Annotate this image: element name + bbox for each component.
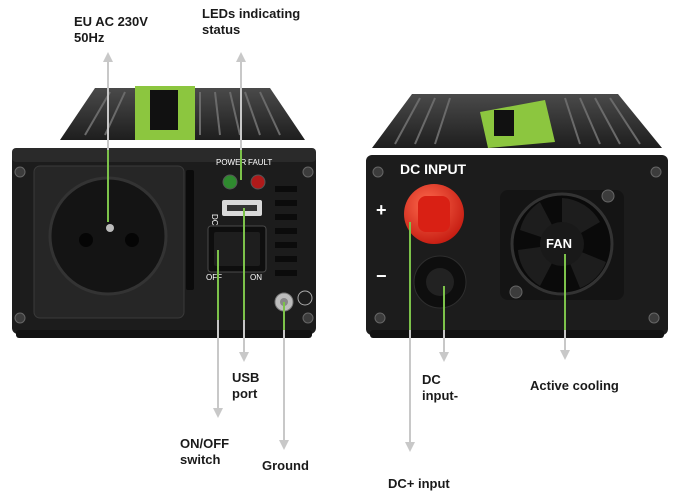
label-badge <box>150 90 178 130</box>
label-ground: Ground <box>262 458 309 473</box>
arrow-down-icon <box>213 408 223 418</box>
plus-marking: + <box>376 200 387 220</box>
dc-side-unit: DC INPUT + − FAN <box>366 94 668 338</box>
label-usb-port: USB port <box>232 370 260 401</box>
screw <box>648 312 660 324</box>
fault-led-label: FAULT <box>248 158 272 167</box>
usb-port-slot <box>227 205 257 211</box>
screw <box>372 166 384 178</box>
power-led <box>222 174 238 190</box>
vent-slots <box>186 170 297 290</box>
switch-on-label: ON <box>250 273 262 282</box>
arrow-up-icon <box>103 52 113 62</box>
screw <box>14 166 26 178</box>
base-rail <box>16 330 312 338</box>
switch-rocker <box>214 232 260 266</box>
socket-pin-hole <box>125 233 139 247</box>
fin-lines <box>84 91 281 136</box>
label-leds: LEDs indicating status <box>202 6 301 37</box>
fin-lines <box>394 97 641 145</box>
fan-hub <box>540 222 584 266</box>
label-dc-plus-input: DC+ input <box>388 476 450 491</box>
ground-symbol-icon <box>297 290 313 306</box>
minus-marking: − <box>376 266 387 286</box>
arrow-down-icon <box>439 352 449 362</box>
screw <box>650 166 662 178</box>
arrow-up-icon <box>236 52 246 62</box>
arrow-down-icon <box>405 442 415 452</box>
dc-minus-knob-cap <box>426 268 454 296</box>
screw <box>374 312 386 324</box>
ac-side-unit: POWER FAULT DC5V OFF ON <box>12 86 316 338</box>
dc-plus-knob-cap <box>418 196 450 232</box>
fan-screw <box>509 285 523 299</box>
label-on-off-switch: ON/OFF switch <box>180 436 230 467</box>
usb-marking: DC5V <box>210 214 219 236</box>
label-active-cooling: Active cooling <box>530 378 619 393</box>
label-badge <box>494 110 514 136</box>
socket-center-screw <box>106 224 114 232</box>
switch-off-label: OFF <box>206 273 222 282</box>
arrow-down-icon <box>239 352 249 362</box>
callout-lines <box>107 58 566 444</box>
screw <box>14 312 26 324</box>
fault-led <box>250 174 266 190</box>
screw <box>302 166 314 178</box>
screw <box>302 312 314 324</box>
socket-pin-hole <box>79 233 93 247</box>
fan-screw <box>601 189 615 203</box>
dc-input-marking: DC INPUT <box>400 161 467 177</box>
base-rail <box>370 330 664 338</box>
power-led-label: POWER <box>216 158 246 167</box>
arrowheads <box>103 52 570 452</box>
arrow-down-icon <box>560 350 570 360</box>
fan-marking: FAN <box>546 236 572 251</box>
arrow-down-icon <box>279 440 289 450</box>
label-dc-input-minus: DC input- <box>422 372 459 403</box>
label-eu-ac: EU AC 230V 50Hz <box>74 14 148 45</box>
